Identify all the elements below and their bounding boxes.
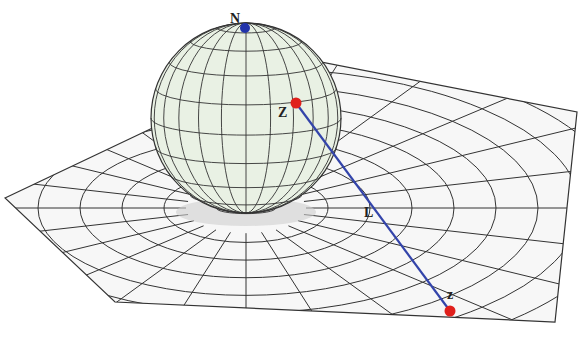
plane-point-dot (445, 306, 456, 317)
meridian (199, 23, 247, 213)
sphere-grid (151, 23, 341, 214)
meridian (246, 23, 313, 213)
sphere-point-dot (291, 98, 302, 109)
grid-ray (276, 230, 546, 338)
point-label: Z (278, 106, 287, 120)
grid-ray (304, 143, 578, 202)
grid-ray (306, 208, 578, 209)
sphere (151, 23, 341, 213)
meridian (246, 23, 271, 213)
grid-ray (0, 221, 194, 334)
meridian (246, 23, 247, 213)
grid-ray (0, 230, 216, 338)
grid-ray (288, 226, 578, 338)
meridian (246, 23, 338, 213)
grid-ray (0, 215, 188, 274)
meridian (154, 23, 246, 213)
north-pole-dot (240, 23, 250, 33)
grid-ray (262, 232, 402, 338)
grid-ray (298, 221, 578, 334)
meridian (246, 23, 294, 213)
meridian (179, 23, 246, 213)
meridian (164, 23, 246, 213)
grid-ray (246, 233, 247, 338)
grid-ray (91, 232, 231, 338)
meridian (246, 23, 328, 213)
grid-ray (0, 208, 186, 209)
projection-line (296, 103, 450, 311)
grid-ray (304, 215, 578, 274)
point-label: z (447, 288, 453, 302)
line-label: L (364, 206, 373, 220)
pole-label: N (230, 12, 240, 26)
grid-ray (298, 82, 578, 195)
meridian (221, 23, 246, 213)
